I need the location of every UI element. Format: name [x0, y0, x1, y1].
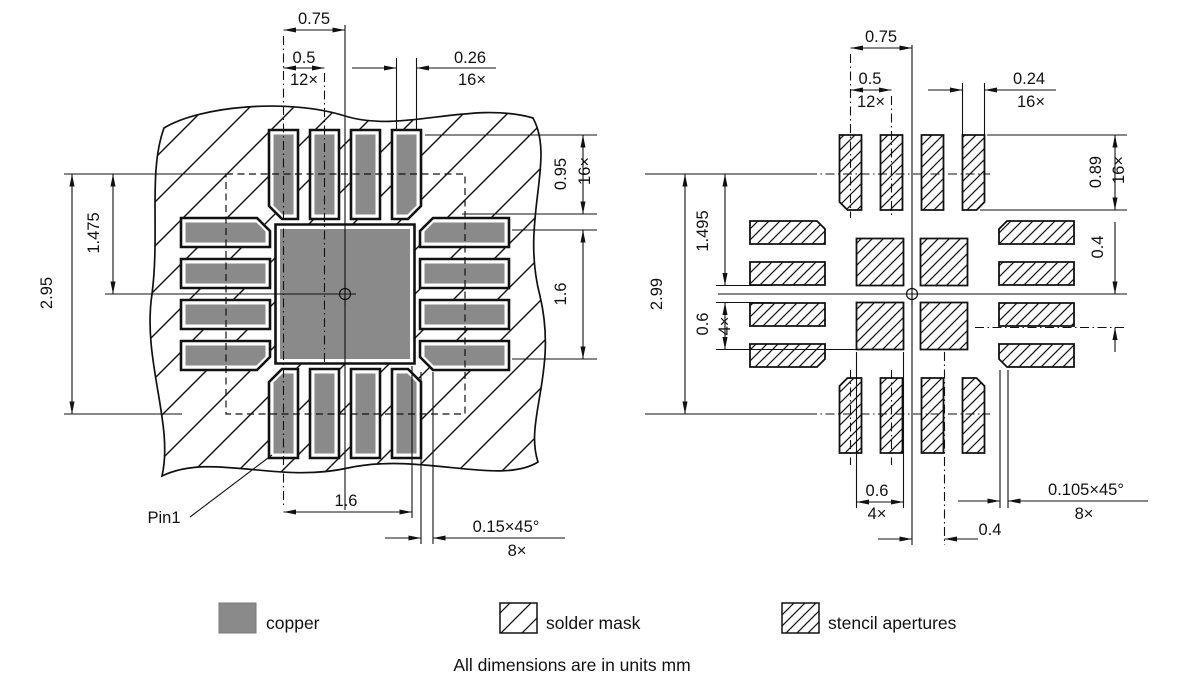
dim-pad-length-qty: 16×: [576, 157, 594, 185]
dim-aperture-length: 0.89: [1087, 156, 1105, 188]
dim-pad-center-offset: 0.75: [298, 10, 330, 28]
dim-pad-pitch: 0.5: [293, 49, 316, 67]
dim-pad-width-qty: 16×: [458, 71, 486, 89]
dim-aperture-width-qty: 16×: [1017, 93, 1045, 111]
dim-aperture-chamfer-qty: 8×: [1075, 505, 1094, 523]
stencil-aperture: [749, 343, 826, 368]
dim-stencil-span: 2.99: [648, 278, 666, 310]
copper-pad: [314, 373, 335, 454]
center-mark-icon: [901, 283, 923, 305]
legend: copper solder mask stencil apertures: [218, 602, 957, 634]
legend-stencil-swatch: [781, 602, 820, 634]
stencil-aperture: [998, 220, 1075, 245]
stencil-aperture: [920, 377, 945, 454]
stencil-aperture: [749, 261, 826, 286]
dim-pad-chamfer-qty: 8×: [508, 542, 527, 560]
stencil-aperture: [998, 343, 1075, 368]
stencil-aperture: [920, 134, 945, 211]
stencil-aperture: [855, 301, 905, 351]
stencil-aperture: [961, 377, 986, 454]
dim-aperture-pitch-qty: 12×: [857, 93, 885, 111]
stencil-aperture: [998, 302, 1075, 327]
stencil-aperture: [998, 261, 1075, 286]
right-extension-lines: [645, 45, 1127, 545]
dim-center-aperture-width-qty: 4×: [868, 505, 887, 523]
center-mark-icon: [334, 283, 356, 305]
right-footprint-view: 0.75 0.5 12× 0.24 16× 0.89 16× 0.4 1.495…: [645, 28, 1148, 545]
copper-pad: [185, 263, 266, 284]
stencil-aperture: [919, 237, 969, 287]
left-footprint-view: 0.75 0.5 12× 0.26 16× 0.95 16× 1.6 2.95 …: [38, 10, 597, 560]
dim-aperture-pitch: 0.5: [859, 70, 882, 88]
left-extension-lines: [64, 25, 597, 544]
dim-aperture-center-offset: 0.75: [865, 28, 897, 46]
copper-pad: [424, 222, 505, 243]
units-note: All dimensions are in units mm: [453, 655, 690, 675]
dim-pad-length: 0.95: [552, 158, 570, 190]
legend-stencil-label: stencil apertures: [828, 613, 957, 633]
legend-solder-mask-swatch: [499, 602, 538, 634]
dim-thermal-width: 1.6: [335, 492, 358, 510]
dim-center-offset-v: 0.4: [1089, 236, 1107, 259]
dim-center-aperture-height: 0.6: [694, 313, 712, 336]
stencil-aperture: [919, 301, 969, 351]
dim-pad-pitch-qty: 12×: [290, 71, 318, 89]
stencil-aperture: [749, 302, 826, 327]
dim-pad-width: 0.26: [454, 49, 486, 67]
dim-aperture-length-qty: 16×: [1110, 156, 1128, 184]
stencil-aperture: [879, 377, 904, 454]
pin1-label: Pin1: [147, 509, 180, 527]
dim-stencil-half-span: 1.495: [694, 210, 712, 251]
dim-thermal-height: 1.6: [552, 283, 570, 306]
dim-center-aperture-width: 0.6: [866, 482, 889, 500]
dim-aperture-chamfer: 0.105×45°: [1048, 481, 1124, 499]
stencil-aperture: [749, 220, 826, 245]
dim-pad-chamfer: 0.15×45°: [473, 518, 540, 536]
legend-solder-mask-label: solder mask: [546, 613, 641, 633]
stencil-apertures: [749, 134, 1075, 454]
dim-center-offset-h: 0.4: [979, 521, 1002, 539]
legend-copper-swatch: [218, 602, 257, 634]
stencil-aperture: [961, 134, 986, 211]
dim-pattern-span: 2.95: [38, 277, 56, 309]
stencil-aperture: [855, 237, 905, 287]
dim-aperture-width: 0.24: [1013, 70, 1045, 88]
right-dimension-lines: [682, 45, 1148, 542]
left-dimension-lines: [69, 27, 586, 541]
dim-center-aperture-height-qty: 4×: [716, 317, 734, 336]
dim-pattern-half-span: 1.475: [85, 212, 103, 253]
copper-pad: [396, 134, 417, 215]
legend-copper-label: copper: [266, 613, 320, 633]
